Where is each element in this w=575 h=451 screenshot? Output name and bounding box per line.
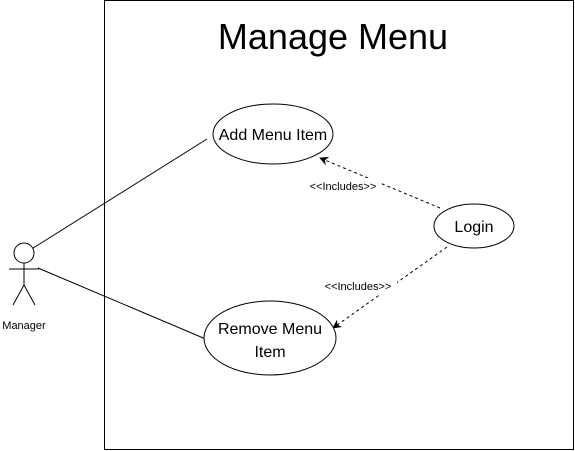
use-case-remove-menu-item — [203, 300, 337, 376]
use-case-remove-label-line1: Remove Menu — [218, 321, 322, 338]
use-case-add-label: Add Menu Item — [219, 127, 328, 144]
association-remove — [37, 267, 209, 341]
actor-right-leg — [23, 284, 36, 306]
include-arrow-remove — [332, 246, 448, 329]
use-case-add-menu-item — [212, 103, 334, 165]
include-label-bottom: <<Includes>> — [325, 281, 392, 293]
actor-label: Manager — [2, 320, 46, 332]
actor-left-leg — [12, 284, 25, 306]
association-add — [29, 138, 208, 251]
include-label-top: <<Includes>> — [310, 181, 377, 193]
use-case-remove-label-line2: Item — [254, 344, 285, 361]
include-label-bg-top — [305, 178, 381, 193]
diagram-title: Manage Menu — [218, 16, 448, 57]
actor-manager — [9, 242, 39, 306]
actor-head — [13, 242, 35, 264]
use-case-login-label: Login — [454, 219, 493, 236]
include-arrow-add — [319, 156, 441, 209]
use-case-login — [433, 203, 515, 249]
include-label-bg-bottom — [321, 279, 397, 294]
